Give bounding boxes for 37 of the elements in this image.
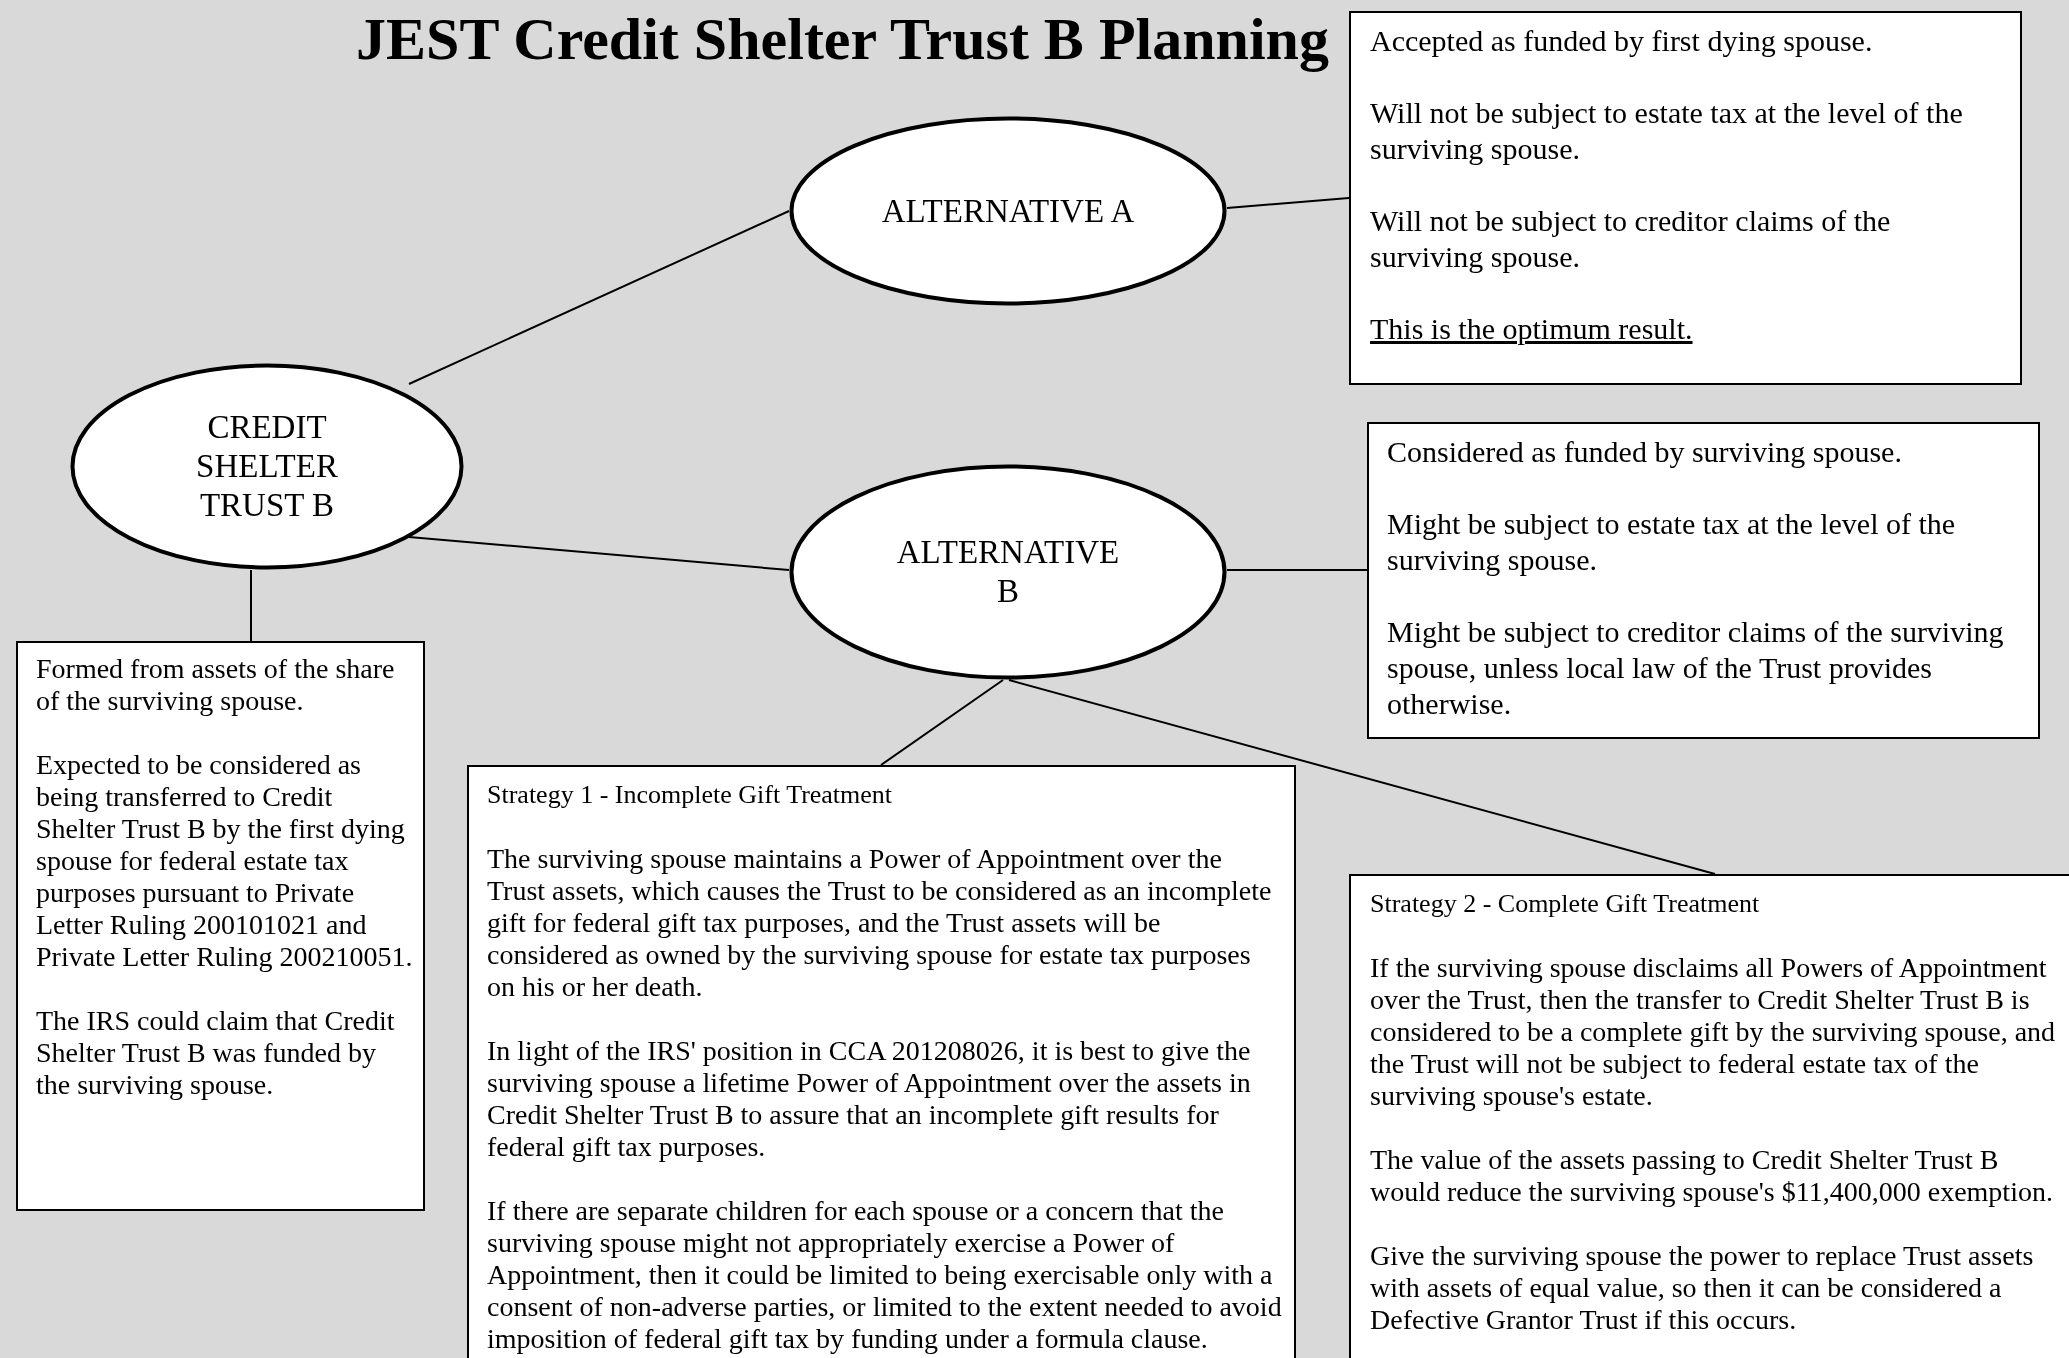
connector-line <box>250 569 252 642</box>
alternative-ellipse <box>789 464 1227 680</box>
connector-line <box>408 210 790 385</box>
box-paragraph: Accepted as funded by first dying spouse. <box>1370 23 1874 59</box>
box-heading: Strategy 2 - Complete Gift Treatment <box>1370 888 1761 920</box>
text-box <box>16 641 425 1211</box>
ellipse-label: ALTERNATIVE A <box>881 191 1135 231</box>
box-paragraph: Expected to be considered as being transferred to Credit Shelter Trust B by the first dying spouse for federal estate tax purposes pursuant to Private Letter Ruling 200101021 and Private Letter Ruling 200210051. <box>36 749 414 973</box>
text-box <box>1349 11 2022 385</box>
box-paragraph: This is the optimum result. <box>1370 311 1694 347</box>
text-box <box>467 765 1296 1358</box>
box-paragraph: Will not be subject to estate tax at the level of the surviving spouse. <box>1370 95 1964 167</box>
alternative-ellipse <box>789 116 1227 306</box>
box-paragraph: Give the surviving spouse the power to replace Trust assets with assets of equal value, so then it can be considered a Defective Grantor Trust if this occurs. <box>1370 1240 2035 1336</box>
box-paragraph: The IRS could claim that Credit Shelter Trust B was funded by the surviving spouse. <box>36 1005 396 1101</box>
connector-line <box>1226 569 1368 571</box>
box-paragraph: Formed from assets of the share of the surviving spouse. <box>36 653 396 717</box>
connector-line <box>1226 197 1350 209</box>
connector-line <box>408 536 790 571</box>
box-paragraph: In light of the IRS' position in CCA 201208026, it is best to give the surviving spouse a lifetime Power of Appointment over the assets in Credit Shelter Trust B to assure that an incomplete gift results for federal gift tax purposes. <box>487 1035 1252 1163</box>
box-paragraph: The value of the assets passing to Credit Shelter Trust B would reduce the surviving spouse's $11,400,000 exemption. <box>1370 1144 2054 1208</box>
box-paragraph: The surviving spouse maintains a Power of Appointment over the Trust assets, which causes the Trust to be considered as an incomplete gift for federal gift tax purposes, and the Trust assets will be considered as owned by the surviving spouse for estate tax purposes on his or her death. <box>487 843 1273 1003</box>
alternative-ellipse <box>70 363 464 570</box>
box-paragraph: Might be subject to creditor claims of the surviving spouse, unless local law of the Trust provides otherwise. <box>1387 614 2005 722</box>
text-box <box>1349 874 2069 1358</box>
box-paragraph: Considered as funded by surviving spouse. <box>1387 434 1903 470</box>
ellipse-label: ALTERNATIVE B <box>895 533 1121 611</box>
box-paragraph: Might be subject to estate tax at the level of the surviving spouse. <box>1387 506 1957 578</box>
connector-line <box>1008 679 1716 875</box>
connector-line <box>880 679 1004 766</box>
box-heading: Strategy 1 - Incomplete Gift Treatment <box>487 779 894 811</box>
box-paragraph: If there are separate children for each spouse or a concern that the surviving spouse might not appropriately exercise a Power of Appointment, then it could be limited to being exercisable only with a consent of non-adverse parties, or limited to the extent needed to avoid imposition of federal gift tax by funding under a formula clause. <box>487 1195 1283 1355</box>
ellipse-label: CREDIT SHELTER TRUST B <box>195 408 339 525</box>
box-paragraph: Will not be subject to creditor claims of the surviving spouse. <box>1370 203 1892 275</box>
diagram-title: JEST Credit Shelter Trust B Planning <box>356 6 1329 72</box>
box-paragraph: If the surviving spouse disclaims all Powers of Appointment over the Trust, then the transfer to Credit Shelter Trust B is considered to be a complete gift by the surviving spouse, and the Trust will not be subject to federal estate tax of the surviving spouse's estate. <box>1370 952 2057 1112</box>
text-box <box>1367 422 2040 739</box>
